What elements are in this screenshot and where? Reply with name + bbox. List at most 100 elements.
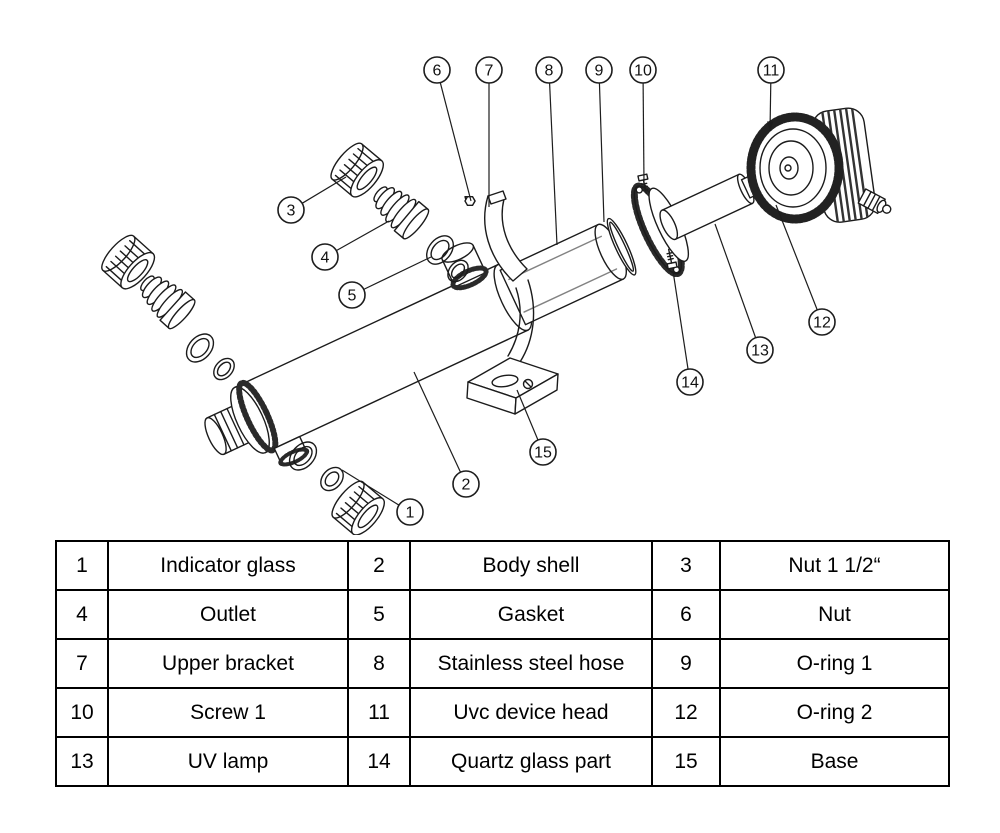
part-number-cell: 12 <box>651 687 721 738</box>
o-ring-1 <box>606 217 637 276</box>
callout-circle-2 <box>452 470 480 498</box>
callout-circle-1 <box>396 498 424 526</box>
leader-line-8 <box>548 82 558 246</box>
part-name-cell: Indicator glass <box>107 540 349 591</box>
callout-circle-12 <box>808 308 836 336</box>
part-name-cell: Uvc device head <box>409 687 653 738</box>
part-name-cell: Nut 1 1/2“ <box>719 540 950 591</box>
callout-number: 4 <box>321 250 330 267</box>
part-number-cell: 2 <box>347 540 411 591</box>
leader-line-13 <box>714 223 757 338</box>
callout-2: 2 <box>413 371 480 498</box>
callout-13: 13 <box>714 223 774 364</box>
part-number-cell: 1 <box>55 540 109 591</box>
part-name-cell: Base <box>719 736 950 787</box>
part-number-cell: 15 <box>651 736 721 787</box>
callout-4: 4 <box>311 220 390 271</box>
leader-line-15 <box>516 389 539 441</box>
part-number-cell: 7 <box>55 638 109 689</box>
callout-7: 7 <box>475 56 503 207</box>
part-name-cell: Stainless steel hose <box>409 638 653 689</box>
base <box>466 357 559 415</box>
part-number-cell: 8 <box>347 638 411 689</box>
part-name-cell: O-ring 1 <box>719 638 950 689</box>
callout-number: 15 <box>534 445 552 462</box>
uvc-device-head <box>746 106 892 225</box>
part-number-cell: 5 <box>347 589 411 640</box>
part-name-cell: UV lamp <box>107 736 349 787</box>
callout-number: 7 <box>485 63 494 80</box>
callout-circle-6 <box>423 56 451 84</box>
part-name-cell: Nut <box>719 589 950 640</box>
upper-bracket <box>484 190 535 363</box>
leader-line-3 <box>301 176 347 204</box>
part-number-cell: 9 <box>651 638 721 689</box>
callout-3: 3 <box>277 176 347 224</box>
callout-circle-10 <box>629 56 657 84</box>
callout-number: 12 <box>813 315 831 332</box>
callout-9: 9 <box>585 56 613 223</box>
outlet-hose-adapter <box>364 176 433 243</box>
body-shell <box>230 264 529 454</box>
part-name-cell: Gasket <box>409 589 653 640</box>
part-name-cell: Upper bracket <box>107 638 349 689</box>
leader-line-2 <box>413 371 462 473</box>
leader-line-9 <box>598 82 605 223</box>
part-name-cell: Screw 1 <box>107 687 349 738</box>
callout-5: 5 <box>338 256 432 309</box>
part-name-cell: O-ring 2 <box>719 687 950 738</box>
callout-11: 11 <box>757 56 785 132</box>
callout-number: 1 <box>406 505 415 522</box>
callout-1: 1 <box>341 469 424 526</box>
callout-number: 11 <box>763 63 780 80</box>
callout-circle-13 <box>746 336 774 364</box>
callout-6: 6 <box>423 56 472 202</box>
callout-circle-11 <box>757 56 785 84</box>
part-number-cell: 4 <box>55 589 109 640</box>
leader-line-10 <box>642 82 645 185</box>
part-number-cell: 13 <box>55 736 109 787</box>
callout-number: 6 <box>433 63 442 80</box>
callout-circle-3 <box>277 196 305 224</box>
part-number-cell: 6 <box>651 589 721 640</box>
callout-12: 12 <box>775 204 836 336</box>
part-number-cell: 14 <box>347 736 411 787</box>
stainless-steel-hose <box>493 223 627 332</box>
callout-circle-8 <box>535 56 563 84</box>
callout-number: 8 <box>545 63 554 80</box>
callout-circle-7 <box>475 56 503 84</box>
callout-circle-15 <box>529 438 557 466</box>
callout-number: 14 <box>681 375 699 392</box>
leader-line-1 <box>341 469 400 506</box>
leader-line-12 <box>775 204 818 311</box>
callout-number: 13 <box>751 343 769 360</box>
callout-8: 8 <box>535 56 563 246</box>
part-number-cell: 10 <box>55 687 109 738</box>
leader-line-4 <box>336 220 390 252</box>
cable-gland <box>857 188 892 215</box>
callout-14: 14 <box>672 270 704 396</box>
part-number-cell: 11 <box>347 687 411 738</box>
callout-number: 3 <box>287 203 296 220</box>
callout-circle-4 <box>311 243 339 271</box>
callout-15: 15 <box>516 389 557 466</box>
bottom-port <box>273 435 310 467</box>
indicator-glass <box>315 462 349 496</box>
callout-number: 5 <box>348 288 357 305</box>
leader-line-5 <box>363 256 432 290</box>
callout-number: 10 <box>634 63 652 80</box>
leader-line-14 <box>672 270 689 370</box>
part-name-cell: Outlet <box>107 589 349 640</box>
callout-circle-5 <box>338 281 366 309</box>
leader-arrowhead <box>767 121 774 131</box>
left-gasket <box>180 328 220 368</box>
callout-number: 2 <box>462 477 471 494</box>
